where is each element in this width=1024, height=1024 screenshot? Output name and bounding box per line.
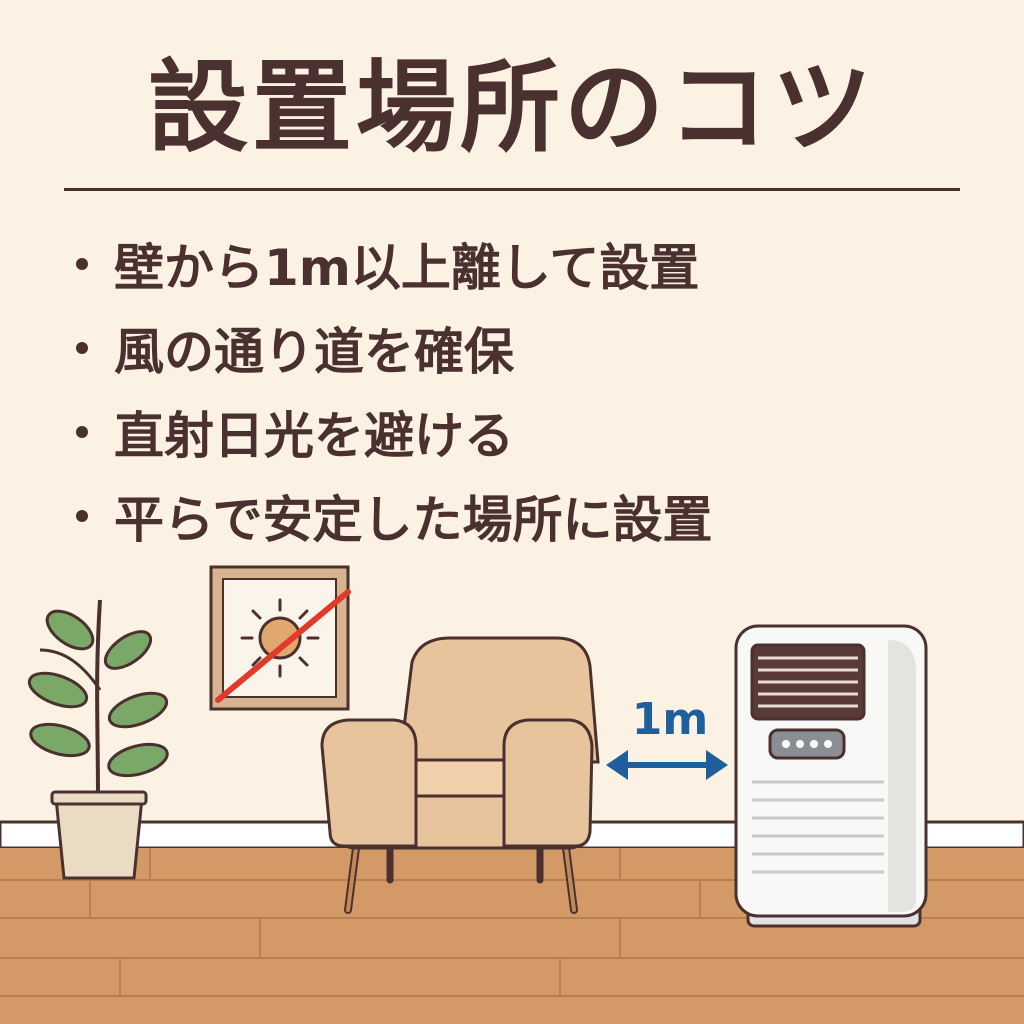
tip-item: 直射日光を避ける bbox=[68, 390, 713, 474]
bullet-icon bbox=[76, 510, 88, 522]
title-divider bbox=[64, 188, 960, 191]
tip-item: 平らで安定した場所に設置 bbox=[68, 474, 713, 558]
distance-arrow-icon bbox=[606, 750, 728, 780]
bullet-icon bbox=[76, 426, 88, 438]
bullet-icon bbox=[76, 342, 88, 354]
tip-text: 風の通り道を確保 bbox=[114, 323, 514, 381]
tip-text: 直射日光を避ける bbox=[114, 407, 514, 465]
armchair-icon bbox=[320, 636, 600, 914]
tip-text: 壁から1m以上離して設置 bbox=[114, 239, 700, 297]
tips-list: 壁から1m以上離して設置 風の通り道を確保 直射日光を避ける 平らで安定した場所… bbox=[68, 222, 713, 558]
page-title: 設置場所のコツ bbox=[148, 49, 876, 166]
tip-item: 風の通り道を確保 bbox=[68, 306, 713, 390]
tip-text: 平らで安定した場所に設置 bbox=[114, 491, 713, 549]
tip-item: 壁から1m以上離して設置 bbox=[68, 222, 713, 306]
bullet-icon bbox=[76, 258, 88, 270]
heater-icon bbox=[734, 624, 928, 928]
no-direct-sunlight-icon bbox=[209, 565, 351, 711]
plant-icon bbox=[27, 599, 169, 880]
distance-label: 1m bbox=[632, 694, 708, 745]
